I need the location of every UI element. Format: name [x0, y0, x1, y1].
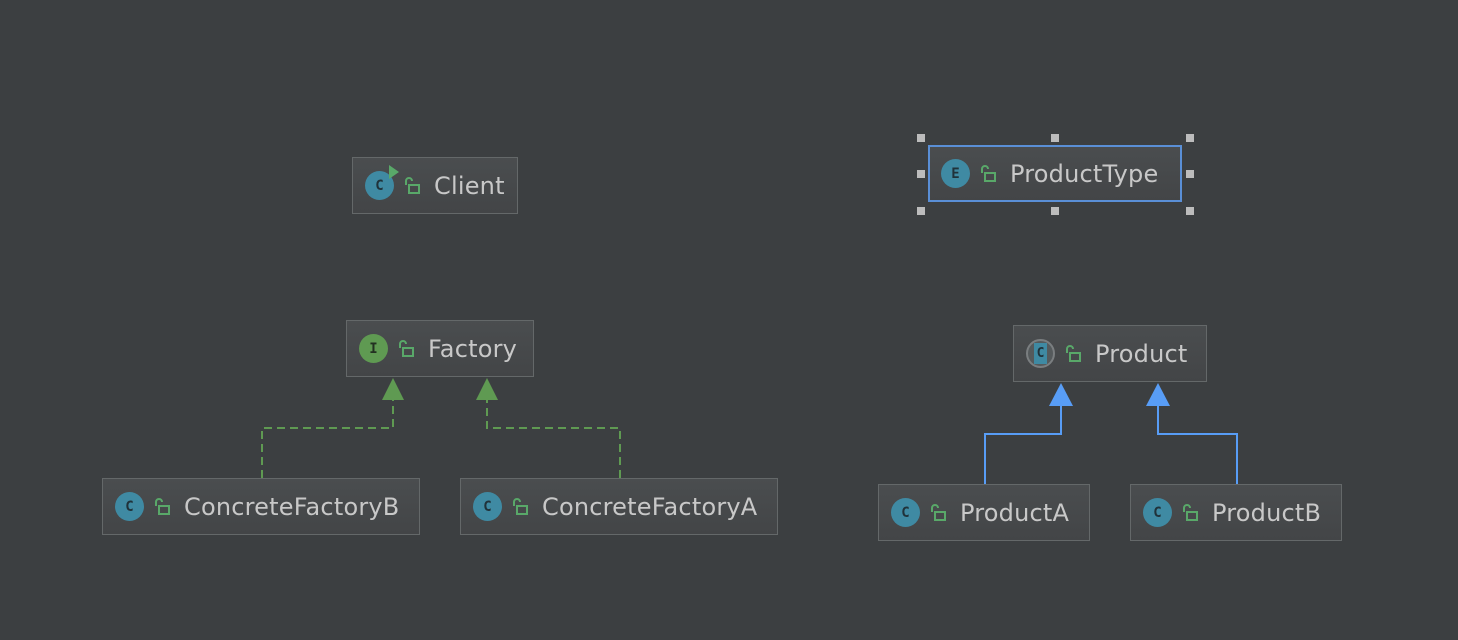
class-kind-letter: C — [483, 498, 492, 515]
enum-icon: E — [941, 159, 970, 188]
selection-handle-right[interactable] — [1186, 170, 1194, 178]
unlocked-icon — [399, 339, 414, 357]
interface-node-factory[interactable]: I Factory — [346, 320, 534, 377]
selection-handle-left[interactable] — [917, 170, 925, 178]
class-node-concretefactoryb[interactable]: C ConcreteFactoryB — [102, 478, 420, 535]
generalization-edge-productb-product[interactable] — [1146, 383, 1238, 484]
realization-edge-concretefactorya-factory[interactable] — [476, 378, 621, 478]
unlocked-icon — [931, 503, 946, 521]
class-kind-letter: C — [901, 504, 910, 521]
interface-icon: I — [359, 334, 388, 363]
unlocked-icon — [513, 497, 528, 515]
class-name-label: ProductB — [1212, 498, 1322, 527]
realization-arrowhead-icon — [382, 378, 404, 400]
generalization-edge-producta-product[interactable] — [984, 383, 1073, 484]
unlocked-icon — [1066, 344, 1081, 362]
class-kind-letter: C — [125, 498, 134, 515]
class-name-label: ConcreteFactoryA — [542, 492, 758, 521]
abstract-class-name-label: Product — [1095, 339, 1188, 368]
class-node-concretefactorya[interactable]: C ConcreteFactoryA — [460, 478, 778, 535]
class-name-label: ConcreteFactoryB — [184, 492, 400, 521]
class-icon: C — [115, 492, 144, 521]
interface-name-label: Factory — [428, 334, 518, 363]
abstract-class-node-product[interactable]: C Product — [1013, 325, 1207, 382]
generalization-arrowhead-icon — [1146, 383, 1170, 406]
abstract-class-icon: C — [1026, 339, 1055, 368]
generalization-arrowhead-icon — [1049, 383, 1073, 406]
enum-node-producttype[interactable]: E ProductType — [928, 145, 1182, 202]
unlocked-icon — [981, 164, 996, 182]
class-node-producta[interactable]: C ProductA — [878, 484, 1090, 541]
abstract-class-kind-letter: C — [1034, 343, 1047, 364]
realization-arrowhead-icon — [476, 378, 498, 400]
selection-handle-bottom-right[interactable] — [1186, 207, 1194, 215]
enum-name-label: ProductType — [1010, 159, 1159, 188]
run-main-icon — [389, 165, 399, 179]
unlocked-icon — [405, 176, 420, 194]
class-name-label: ProductA — [960, 498, 1070, 527]
selection-handle-bottom[interactable] — [1051, 207, 1059, 215]
class-icon: C — [473, 492, 502, 521]
interface-kind-letter: I — [369, 340, 378, 357]
class-node-client[interactable]: C Client — [352, 157, 518, 214]
class-icon: C — [1143, 498, 1172, 527]
class-icon: C — [365, 165, 399, 200]
class-kind-letter: C — [1153, 504, 1162, 521]
selection-handle-top-left[interactable] — [917, 134, 925, 142]
class-kind-letter: C — [375, 177, 384, 194]
enum-kind-letter: E — [951, 165, 960, 182]
unlocked-icon — [1183, 503, 1198, 521]
realization-edge-concretefactoryb-factory[interactable] — [261, 378, 404, 478]
class-name-label: Client — [434, 171, 505, 200]
class-icon: C — [891, 498, 920, 527]
selection-handle-bottom-left[interactable] — [917, 207, 925, 215]
selection-handle-top-right[interactable] — [1186, 134, 1194, 142]
unlocked-icon — [155, 497, 170, 515]
class-node-productb[interactable]: C ProductB — [1130, 484, 1342, 541]
selection-handle-top[interactable] — [1051, 134, 1059, 142]
